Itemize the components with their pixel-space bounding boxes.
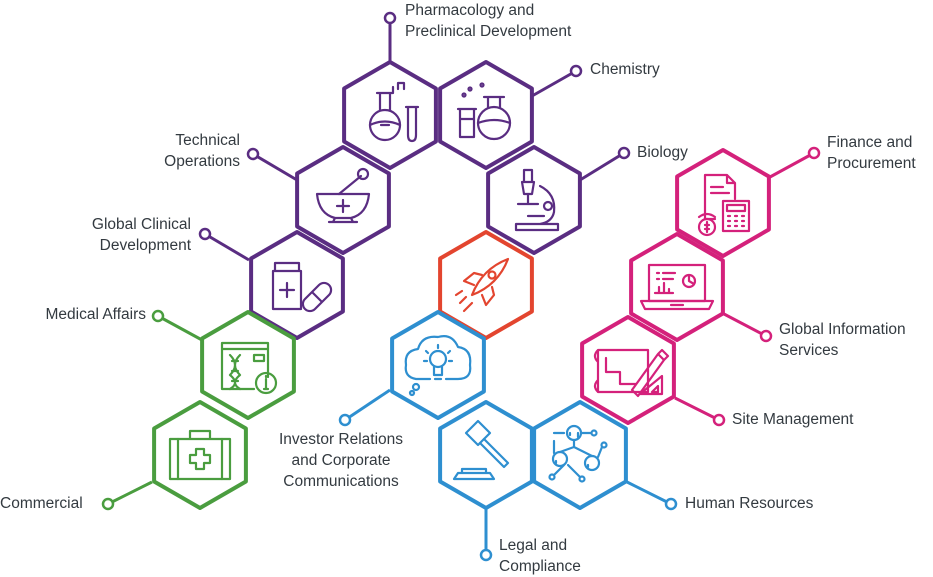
label-medical-affairs: Medical Affairs bbox=[45, 306, 146, 323]
dot-technical-operations bbox=[246, 147, 260, 161]
connector-medical-affairs bbox=[157, 314, 203, 342]
mortar-pestle-icon bbox=[315, 167, 371, 224]
hexagon-commercial bbox=[152, 400, 248, 510]
people-network-icon bbox=[548, 424, 608, 483]
label-global-information-services: Global Information Services bbox=[779, 321, 906, 359]
medicine-bottle-icon bbox=[271, 261, 333, 313]
connector-chemistry bbox=[531, 69, 577, 98]
gavel-icon bbox=[452, 419, 510, 481]
connector-global-information-services bbox=[723, 312, 767, 338]
dot-medical-affairs bbox=[151, 309, 165, 323]
hexagon-investor-relations bbox=[390, 310, 486, 420]
label-investor-relations: Investor Relations and Corporate Communi… bbox=[278, 431, 404, 490]
label-finance-procurement: Finance and Procurement bbox=[827, 134, 916, 172]
dot-commercial bbox=[101, 497, 115, 511]
dot-finance-procurement bbox=[807, 146, 821, 160]
connector-commercial bbox=[107, 480, 153, 506]
dot-legal-compliance bbox=[479, 548, 493, 562]
blueprint-icon bbox=[593, 348, 670, 398]
label-pharmacology: Pharmacology and Preclinical Development bbox=[405, 2, 572, 40]
dot-global-clinical-development bbox=[198, 227, 212, 241]
hexagon-chemistry bbox=[438, 60, 534, 170]
connector-finance-procurement bbox=[769, 151, 815, 179]
label-human-resources: Human Resources bbox=[685, 495, 814, 512]
dot-investor-relations bbox=[338, 413, 352, 427]
connector-human-resources bbox=[626, 480, 672, 506]
microscope-icon bbox=[514, 168, 560, 232]
label-legal-compliance: Legal and Compliance bbox=[499, 537, 581, 575]
hexagon-pharmacology bbox=[342, 60, 438, 170]
hexagon-global-clinical-development bbox=[249, 230, 345, 340]
hexagon-legal-compliance bbox=[438, 400, 534, 510]
dot-pharmacology bbox=[383, 11, 397, 25]
label-chemistry: Chemistry bbox=[590, 61, 660, 78]
connector-global-clinical-development bbox=[204, 232, 250, 262]
label-commercial: Commercial bbox=[0, 495, 83, 512]
rocket-icon bbox=[454, 257, 510, 313]
flask-icon bbox=[368, 81, 420, 143]
dna-info-icon bbox=[220, 341, 278, 395]
connector-site-management bbox=[674, 396, 720, 422]
dot-chemistry bbox=[569, 64, 583, 78]
dot-global-information-services bbox=[759, 329, 773, 343]
dot-biology bbox=[617, 146, 631, 160]
laptop-icon bbox=[639, 263, 715, 311]
hexagon-global-information-services bbox=[629, 232, 725, 342]
label-global-clinical-development: Global Clinical Development bbox=[91, 216, 191, 254]
medical-kit-icon bbox=[168, 429, 232, 481]
calculator-invoice-icon bbox=[697, 173, 751, 237]
connector-technical-operations bbox=[252, 152, 298, 182]
lightbulb-cloud-icon bbox=[404, 335, 472, 397]
dot-site-management bbox=[712, 413, 726, 427]
hexagon-biology bbox=[486, 145, 582, 255]
hexagon-human-resources bbox=[532, 400, 628, 510]
label-technical-operations: Technical Operations bbox=[164, 132, 240, 170]
label-site-management: Site Management bbox=[732, 411, 854, 428]
beaker-icon bbox=[456, 82, 512, 141]
hexagon-site-management bbox=[580, 315, 676, 425]
connector-biology bbox=[579, 151, 625, 182]
dot-human-resources bbox=[664, 497, 678, 511]
label-biology: Biology bbox=[637, 144, 688, 161]
connector-investor-relations bbox=[344, 388, 391, 422]
